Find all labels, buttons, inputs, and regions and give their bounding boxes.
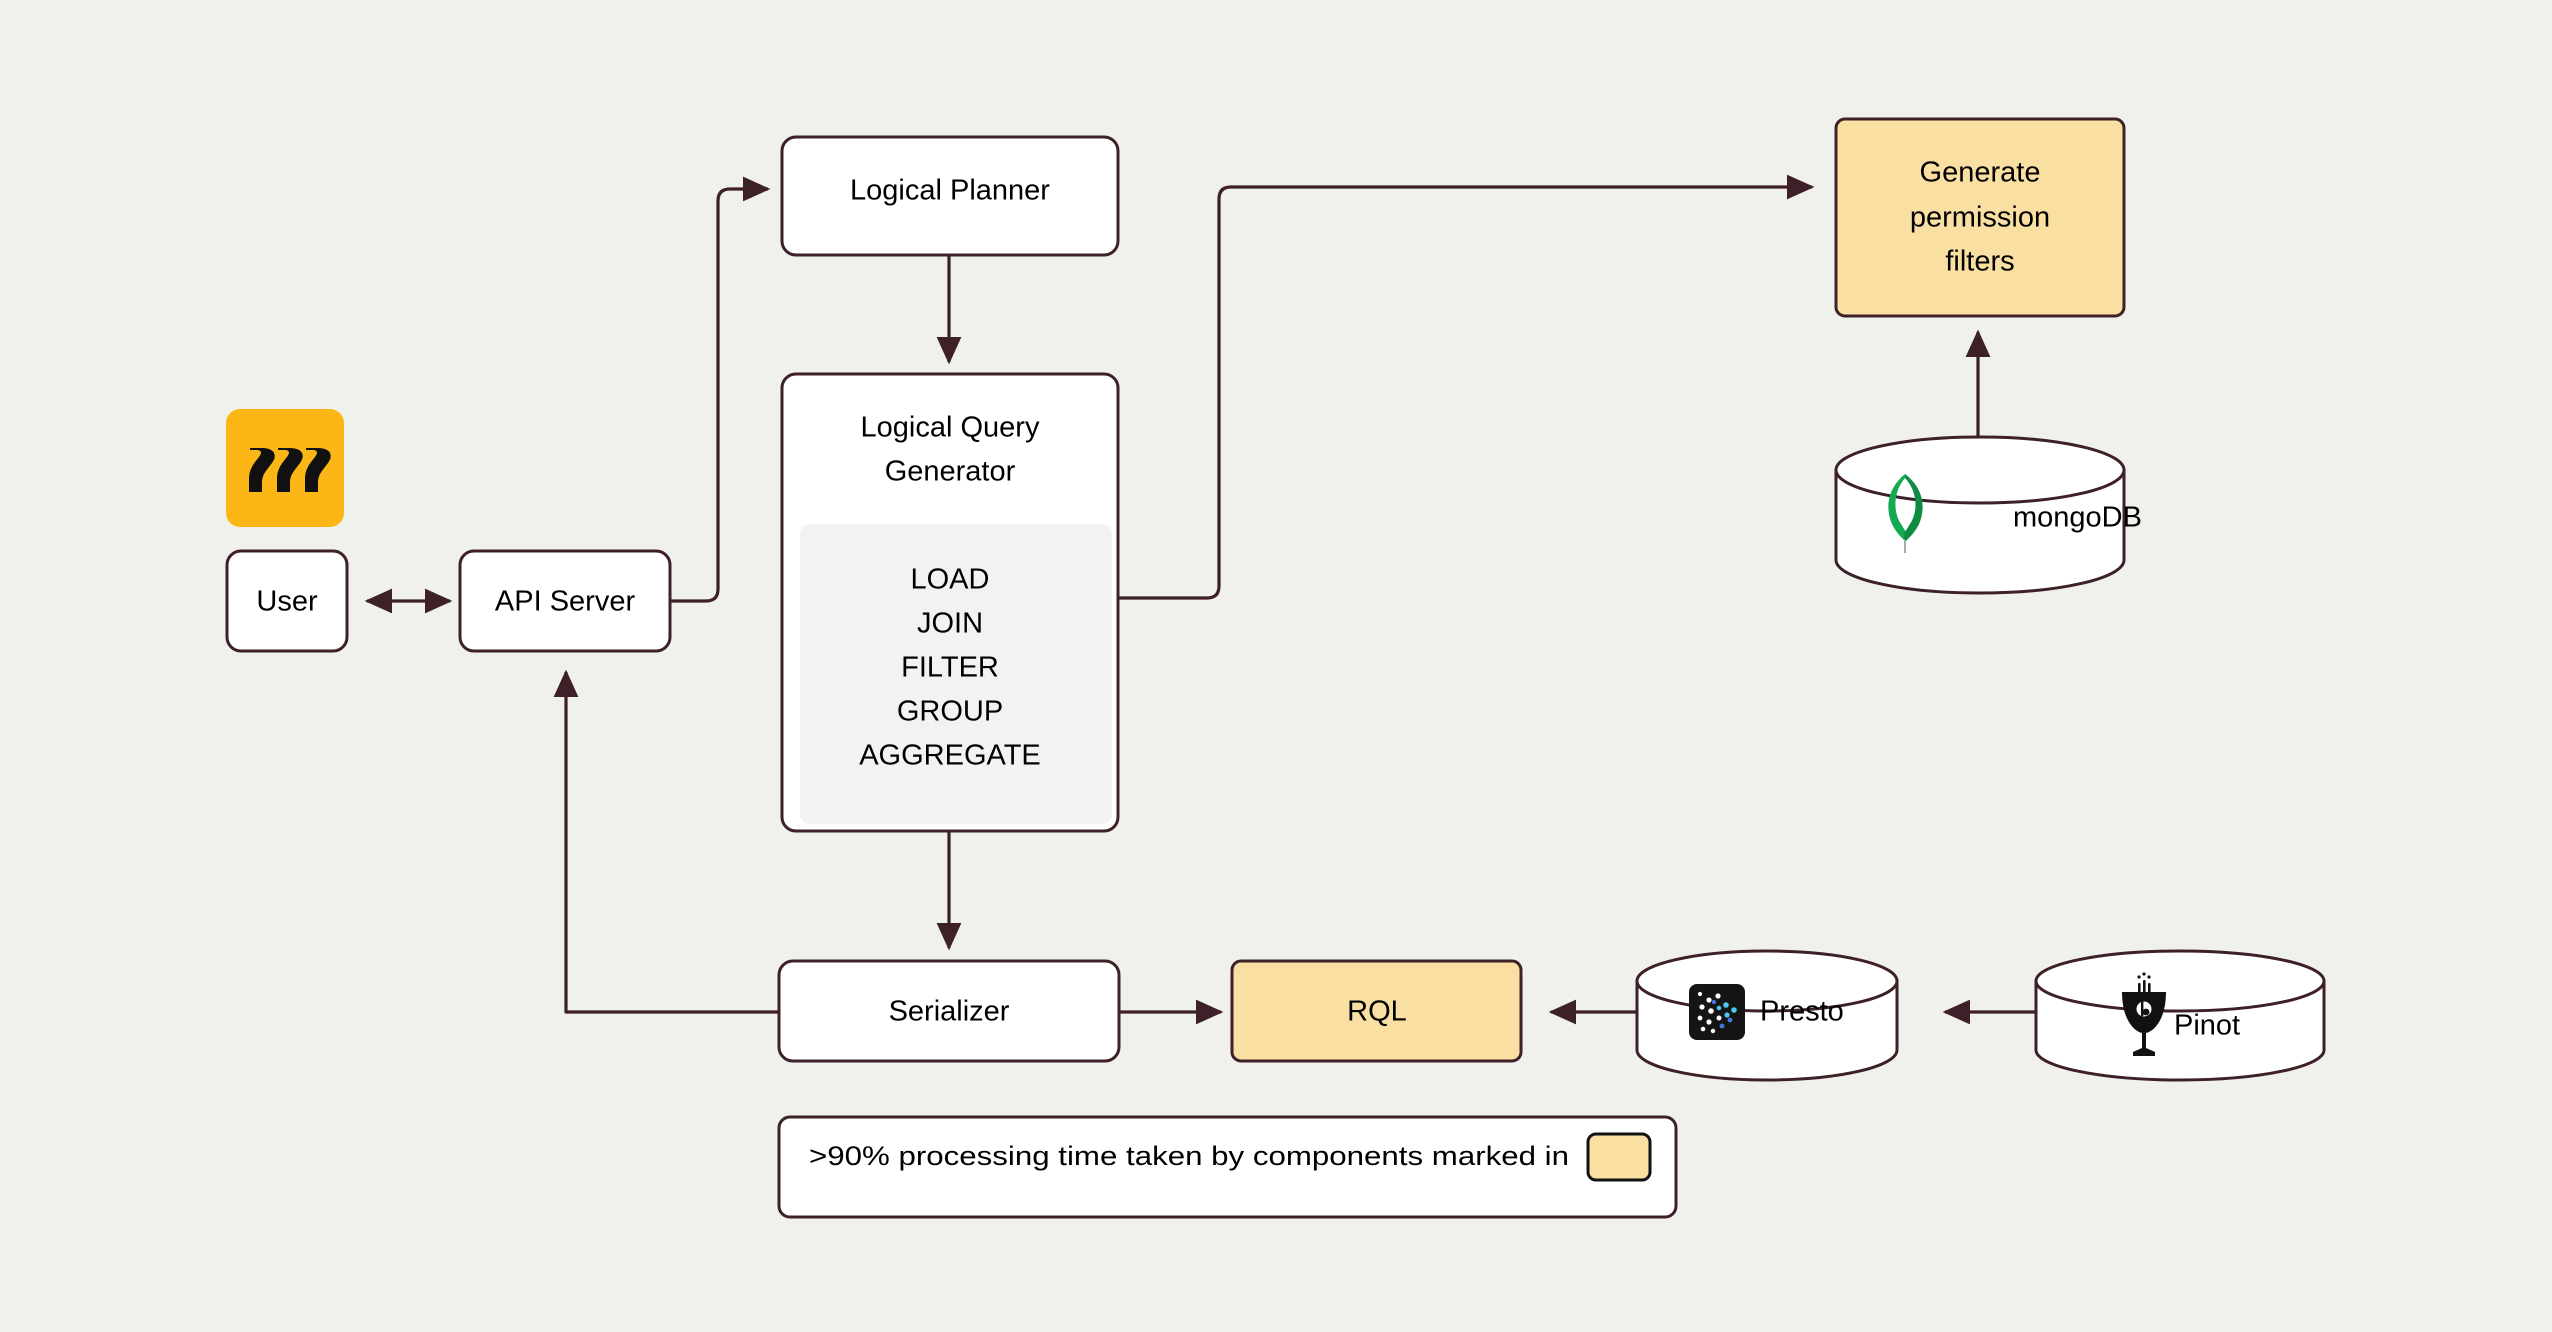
node-mongodb-label: mongoDB bbox=[2013, 502, 2142, 534]
node-generator-title-line1: Logical Query bbox=[861, 412, 1040, 444]
node-user-label: User bbox=[256, 586, 318, 618]
node-logical-planner-label: Logical Planner bbox=[850, 175, 1050, 207]
rill-logo-glyphs bbox=[249, 448, 331, 492]
node-presto[interactable]: Presto bbox=[1635, 949, 1899, 1082]
highlight-swatch bbox=[1586, 1132, 1652, 1182]
node-user[interactable]: User bbox=[225, 549, 349, 653]
node-serializer-label: Serializer bbox=[889, 996, 1010, 1028]
logical-query-generator-operations-panel bbox=[800, 524, 1112, 824]
node-api-server-label: API Server bbox=[495, 586, 636, 618]
edge-api-server-logical-planner bbox=[670, 176, 771, 603]
permission-filters-line3: filters bbox=[1945, 246, 2014, 278]
node-rql-label: RQL bbox=[1347, 996, 1407, 1028]
edge-generator-to-permission-filters bbox=[1119, 174, 1815, 600]
node-pinot[interactable]: Pinot bbox=[2034, 949, 2326, 1082]
node-generator-title-line2: Generator bbox=[885, 456, 1016, 488]
pinot-glass-inner-mark bbox=[2136, 1000, 2152, 1017]
operation-group: GROUP bbox=[897, 696, 1003, 728]
rill-logo bbox=[226, 409, 344, 527]
legend-box: >90% processing time taken by components… bbox=[777, 1115, 1678, 1219]
edge-serializer-to-api-server bbox=[553, 669, 779, 1014]
node-rql[interactable]: RQL bbox=[1230, 959, 1523, 1063]
presto-dots-icon bbox=[1689, 984, 1745, 1040]
operation-aggregate: AGGREGATE bbox=[859, 740, 1041, 772]
node-pinot-label: Pinot bbox=[2174, 1010, 2240, 1042]
permission-filters-line1: Generate bbox=[1920, 157, 2041, 189]
legend-text: >90% processing time taken by components… bbox=[809, 1141, 1569, 1171]
node-generate-permission-filters[interactable]: Generate permission filters bbox=[1834, 117, 2126, 318]
operation-filter: FILTER bbox=[901, 652, 999, 684]
node-presto-label: Presto bbox=[1760, 996, 1844, 1028]
node-mongodb[interactable]: mongoDB bbox=[1834, 435, 2142, 595]
node-logical-query-generator[interactable]: Logical Query Generator LOAD JOIN FILTER… bbox=[780, 372, 1120, 833]
node-api-server[interactable]: API Server bbox=[458, 549, 672, 653]
mongodb-leaf-icon bbox=[1888, 474, 1923, 553]
operation-join: JOIN bbox=[917, 608, 983, 640]
operation-load: LOAD bbox=[911, 564, 990, 596]
pinot-glass-icon bbox=[2122, 972, 2166, 1056]
permission-filters-line2: permission bbox=[1910, 202, 2050, 234]
node-logical-planner[interactable]: Logical Planner bbox=[780, 135, 1120, 257]
node-serializer[interactable]: Serializer bbox=[777, 959, 1121, 1063]
